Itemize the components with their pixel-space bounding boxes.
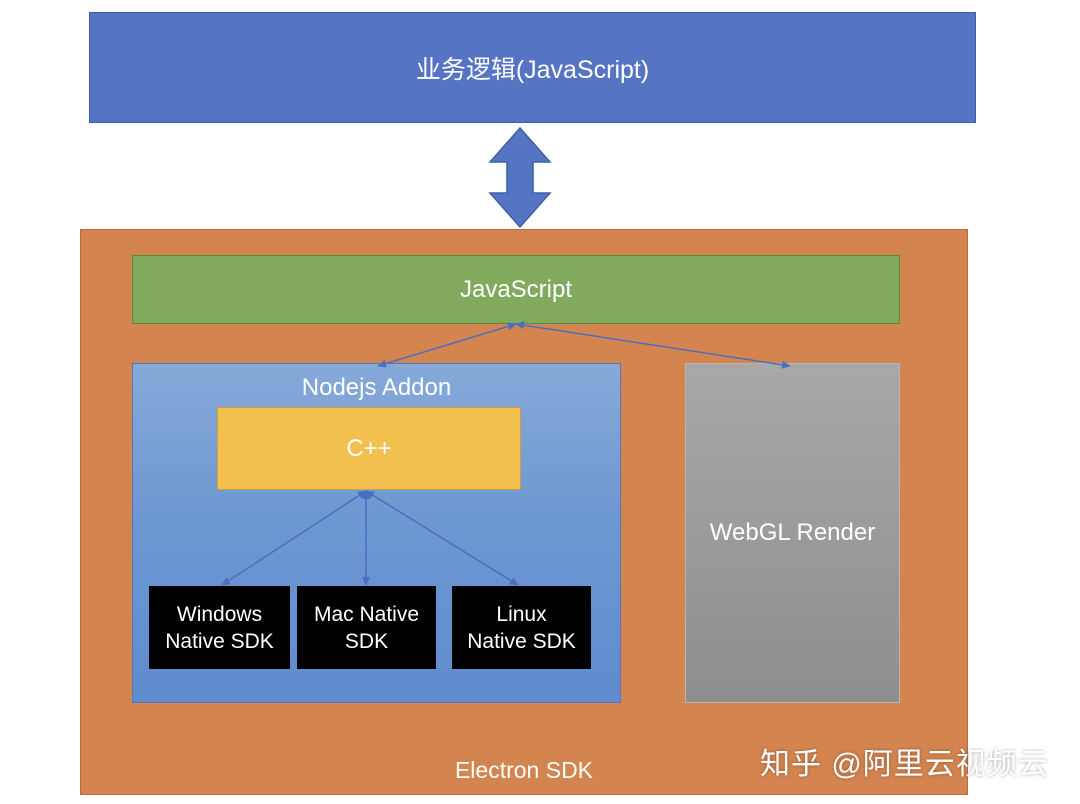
watermark-text: 知乎 @阿里云视频云 [760, 748, 1049, 781]
electron-sdk-label: Electron SDK [454, 757, 594, 783]
mac-native-sdk-box: Mac Native SDK [297, 586, 436, 669]
connector-cpp-to-windows [221, 490, 367, 586]
business-logic-label: 业务逻辑(JavaScript) [415, 55, 650, 84]
cpp-box: C++ [217, 407, 521, 490]
linux-native-sdk-box: Linux Native SDK [452, 586, 591, 669]
webgl-render-label: WebGL Render [709, 519, 876, 546]
mac-native-sdk-label: Mac Native SDK [313, 602, 420, 653]
windows-native-sdk-box: Windows Native SDK [149, 586, 290, 669]
connector-js-to-addon [377, 322, 517, 368]
nodejs-addon-label: Nodejs Addon [301, 374, 452, 401]
javascript-layer-box: JavaScript [132, 255, 900, 324]
webgl-render-box: WebGL Render [685, 363, 900, 703]
windows-native-sdk-label: Windows Native SDK [165, 602, 274, 653]
connector-js-to-webgl [515, 321, 791, 369]
connector-cpp-to-linux [365, 490, 519, 586]
javascript-layer-label: JavaScript [459, 275, 573, 303]
business-logic-box: 业务逻辑(JavaScript) [89, 12, 976, 123]
bidirectional-arrow-icon [488, 126, 552, 229]
linux-native-sdk-label: Linux Native SDK [467, 602, 576, 653]
cpp-label: C++ [346, 434, 392, 462]
